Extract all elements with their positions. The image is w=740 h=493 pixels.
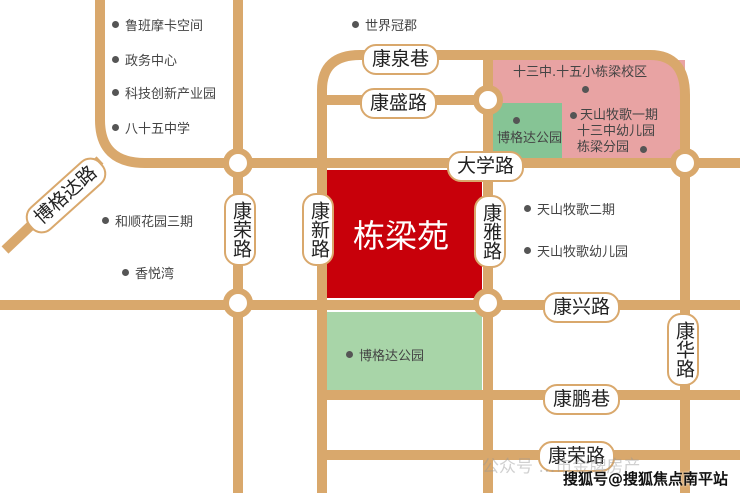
kindergarten-zone xyxy=(562,103,680,158)
project-block xyxy=(322,170,482,298)
poi-label: 天山牧歌二期 xyxy=(537,203,616,218)
poi-dot xyxy=(112,21,119,28)
poi-label: 科技创新产业园 xyxy=(125,87,217,102)
poi-label: 博格达公园 xyxy=(359,349,425,364)
poi-heshun: 和顺花园三期 xyxy=(102,211,193,230)
poi-label: 鲁班摩卡空间 xyxy=(125,19,204,34)
poi-school-13-15: 十三中.十五小栋梁校区 xyxy=(513,65,648,80)
poi-dot xyxy=(524,247,531,254)
poi-label: 八十五中学 xyxy=(125,122,191,137)
road-label-kangxing: 康兴路 xyxy=(543,292,621,323)
road-label-kangpeng: 康鹏巷 xyxy=(543,384,621,415)
poi-dot xyxy=(513,117,520,124)
poi-dot xyxy=(112,56,119,63)
poi-xiangyue: 香悦湾 xyxy=(122,263,174,282)
road-label-kangquan: 康泉巷 xyxy=(362,44,440,75)
poi-dot xyxy=(582,86,589,93)
poi-dot xyxy=(524,205,531,212)
road-label-kangxin: 康新路 xyxy=(302,193,334,266)
poi-luban: 鲁班摩卡空间 xyxy=(112,15,203,34)
poi-label: 香悦湾 xyxy=(135,267,175,282)
poi-bogeda-park-north: 博格达公园 xyxy=(497,131,563,146)
poi-dot xyxy=(352,21,359,28)
poi-dot xyxy=(640,146,647,153)
poi-shijie: 世界冠郡 xyxy=(352,15,417,34)
poi-label: 世界冠郡 xyxy=(365,19,418,34)
poi-label: 天山牧歌幼儿园 xyxy=(537,245,629,260)
poi-dot xyxy=(122,269,129,276)
road-label-kanghua: 康华路 xyxy=(667,313,699,386)
school-zone xyxy=(490,60,685,103)
poi-dot xyxy=(112,89,119,96)
poi-dot xyxy=(570,112,577,119)
road-label-daxue: 大学路 xyxy=(447,151,525,182)
watermark-account: 公众号 …市金牌房产 xyxy=(482,457,641,477)
poi-label: 政务中心 xyxy=(125,54,178,69)
poi-dongliang-branch: 栋梁分园 xyxy=(577,140,630,155)
poi-tech-park: 科技创新产业园 xyxy=(112,83,216,102)
poi-government: 政务中心 xyxy=(112,50,177,69)
poi-dot xyxy=(112,124,119,131)
road-label-kangrong-horizontal: 康荣路 xyxy=(538,441,616,472)
poi-tianshan-1: 天山牧歌一期 xyxy=(580,108,659,123)
road-label-kangsheng: 康盛路 xyxy=(360,88,438,119)
watermark-source: 搜狐号@搜狐焦点南平站 xyxy=(563,470,729,488)
road-label-kangrong-vertical: 康荣路 xyxy=(224,193,256,266)
poi-school-85: 八十五中学 xyxy=(112,118,190,137)
project-label: 栋梁苑 xyxy=(352,216,449,255)
poi-kindergarten-13: 十三中幼儿园 xyxy=(577,124,656,139)
poi-dot xyxy=(102,217,109,224)
road-label-kangya: 康雅路 xyxy=(474,195,506,268)
poi-dot xyxy=(346,351,353,358)
poi-tianshan-2: 天山牧歌二期 xyxy=(524,199,615,218)
poi-bogeda-park-south: 博格达公园 xyxy=(346,345,424,364)
poi-label: 和顺花园三期 xyxy=(115,215,194,230)
poi-tianshan-kindergarten: 天山牧歌幼儿园 xyxy=(524,241,628,260)
park-north xyxy=(490,103,562,158)
